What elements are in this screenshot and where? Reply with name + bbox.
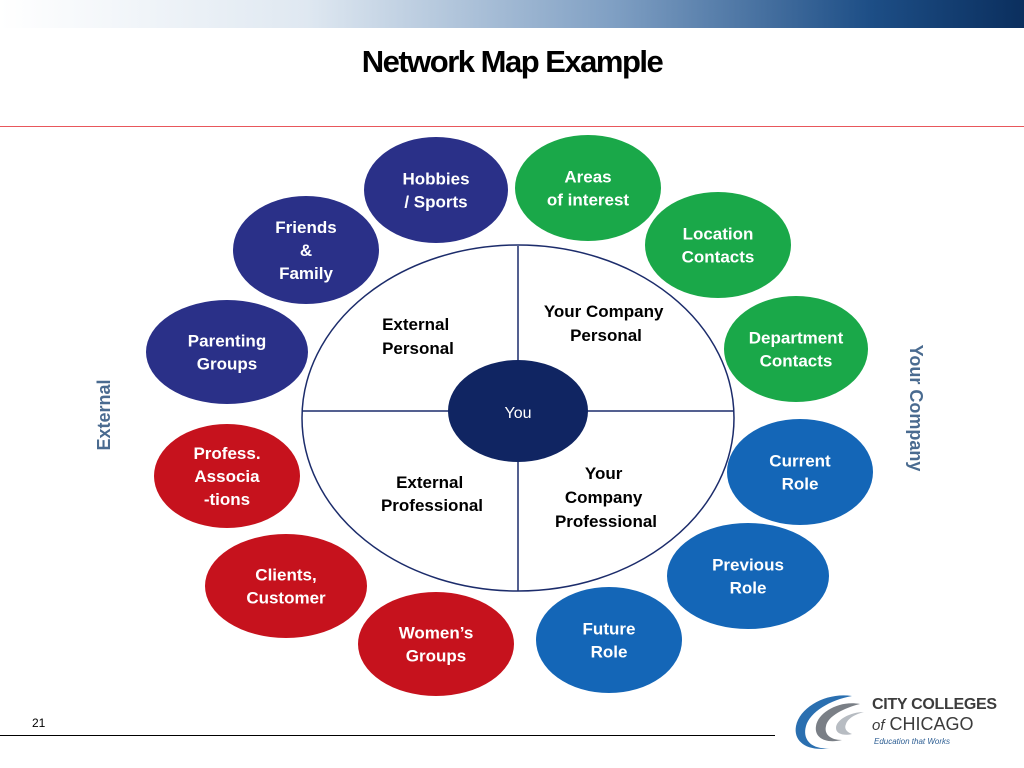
node-bubble — [146, 300, 308, 404]
node-bubble — [536, 587, 682, 693]
quadrant-bottom-right: Your Company Professional — [555, 464, 657, 531]
logo-tagline: Education that Works — [874, 737, 951, 746]
node-hobbies-sports: Hobbies / Sports — [364, 137, 508, 243]
node-areas-of-interest: Areas of interest — [515, 135, 661, 241]
city-colleges-logo: CITY COLLEGES of CHICAGO Education that … — [790, 690, 1010, 754]
node-label: Clients, Customer — [246, 566, 326, 608]
node-label-line: Location — [683, 225, 754, 244]
logo-text-of: of — [872, 717, 885, 734]
center-node-you — [448, 360, 588, 462]
node-label-line: Role — [591, 643, 628, 662]
side-label-your-company: Your Company — [906, 345, 926, 472]
node-label-line: Hobbies — [402, 170, 469, 189]
node-label-line: Parenting — [188, 332, 266, 351]
node-label-line: Contacts — [682, 248, 755, 267]
node-bubble — [154, 424, 300, 528]
logo-text-chicago: CHICAGO — [889, 714, 974, 734]
node-bubble — [645, 192, 791, 298]
page-number: 21 — [32, 716, 46, 730]
node-label: Profess. Associa -tions — [193, 444, 260, 509]
quadrant-top-left: External Personal — [382, 315, 454, 358]
node-label-line: / Sports — [404, 193, 467, 212]
node-label-line: Clients, — [255, 566, 316, 585]
node-bubble — [358, 592, 514, 696]
node-bubble — [205, 534, 367, 638]
node-label-line: Friends — [275, 218, 336, 237]
node-label-line: Groups — [197, 355, 257, 374]
center-node-label: You — [505, 405, 532, 422]
quadrant-bottom-left: External Professional — [381, 473, 483, 515]
node-friends-family: Friends & Family — [233, 196, 379, 304]
node-label-line: & — [300, 241, 312, 260]
node-label-line: Contacts — [760, 352, 833, 371]
node-label: Hobbies / Sports — [402, 170, 469, 212]
node-label-line: Future — [583, 620, 636, 639]
slide-title: Network Map Example — [361, 44, 664, 79]
node-bubble — [364, 137, 508, 243]
node-label-line: Family — [279, 264, 333, 283]
node-clients-customer: Clients, Customer — [205, 534, 367, 638]
logo-text-city-colleges: CITY COLLEGES — [872, 696, 997, 713]
node-label-line: of interest — [547, 191, 630, 210]
node-label-line: Associa — [194, 467, 260, 486]
node-label-line: Previous — [712, 556, 784, 575]
title-divider — [0, 126, 1024, 127]
footer-divider — [0, 735, 775, 736]
node-professional-associations: Profess. Associa -tions — [154, 424, 300, 528]
node-label-line: Current — [769, 452, 831, 471]
node-label-line: Customer — [246, 589, 326, 608]
node-bubble — [667, 523, 829, 629]
node-label-line: Role — [782, 475, 819, 494]
node-label-line: Groups — [406, 647, 466, 666]
node-label-line: Role — [730, 579, 767, 598]
node-bubble — [724, 296, 868, 402]
node-label: Areas of interest — [547, 168, 630, 210]
node-label-line: Profess. — [193, 444, 260, 463]
node-bubble — [727, 419, 873, 525]
node-bubble — [515, 135, 661, 241]
logo-text-of-chicago: of CHICAGO — [872, 714, 974, 735]
node-label-line: -tions — [204, 490, 250, 509]
node-label-line: Department — [749, 329, 844, 348]
quadrant-top-right: Your Company Personal — [544, 302, 668, 345]
node-label-line: Areas — [564, 168, 611, 187]
side-label-external: External — [94, 379, 114, 450]
node-label-line: Women’s — [399, 624, 474, 643]
node-label: Friends & Family — [275, 218, 336, 283]
top-gradient-bar — [0, 0, 1024, 28]
swoosh-logo-icon — [795, 695, 864, 749]
node-bubble — [233, 196, 379, 304]
